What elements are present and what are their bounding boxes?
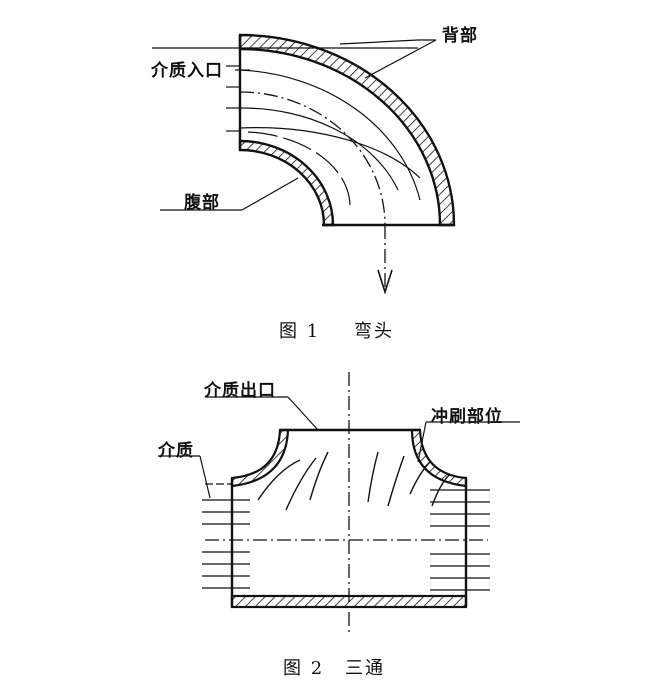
tee-right-fillet <box>410 428 468 488</box>
medium-label: 介质 <box>158 441 194 461</box>
outlet-arrow-icon <box>377 269 393 295</box>
figure2-caption-title: 三通 <box>345 658 385 679</box>
left-inflow-arrows <box>202 499 250 589</box>
back-leader <box>364 39 437 79</box>
back-label: 背部 <box>442 26 478 46</box>
tee-drawing <box>158 372 520 632</box>
belly-leader <box>241 177 299 211</box>
outlet-leader <box>287 396 319 431</box>
figure2-caption-number: 图 2 <box>283 658 325 679</box>
erosion-location-label: 冲刷部位 <box>431 407 503 427</box>
tee-left-fillet <box>230 428 290 488</box>
figure1-caption-title: 弯头 <box>354 321 394 342</box>
elbow-flow-line <box>239 107 399 191</box>
medium-inlet-label: 介质入口 <box>151 61 223 81</box>
right-inflow-arrows <box>430 489 490 591</box>
back-leader <box>339 39 419 45</box>
elbow-drawing <box>152 33 456 295</box>
medium-outlet-label: 介质出口 <box>204 381 276 401</box>
tee-flow-streaks <box>257 451 451 511</box>
erosion-leader <box>417 421 427 463</box>
elbow-belly-wall <box>238 139 335 227</box>
belly-label: 腹部 <box>184 193 220 213</box>
elbow-centerline <box>239 91 386 226</box>
elbow-flow-line <box>239 127 421 179</box>
elbow-flow-line <box>239 69 421 201</box>
figure1-caption-number: 图 1 <box>279 321 321 342</box>
elbow-back-wall <box>238 33 456 227</box>
elbow-flow-line <box>247 131 351 206</box>
medium-leader <box>199 455 211 499</box>
